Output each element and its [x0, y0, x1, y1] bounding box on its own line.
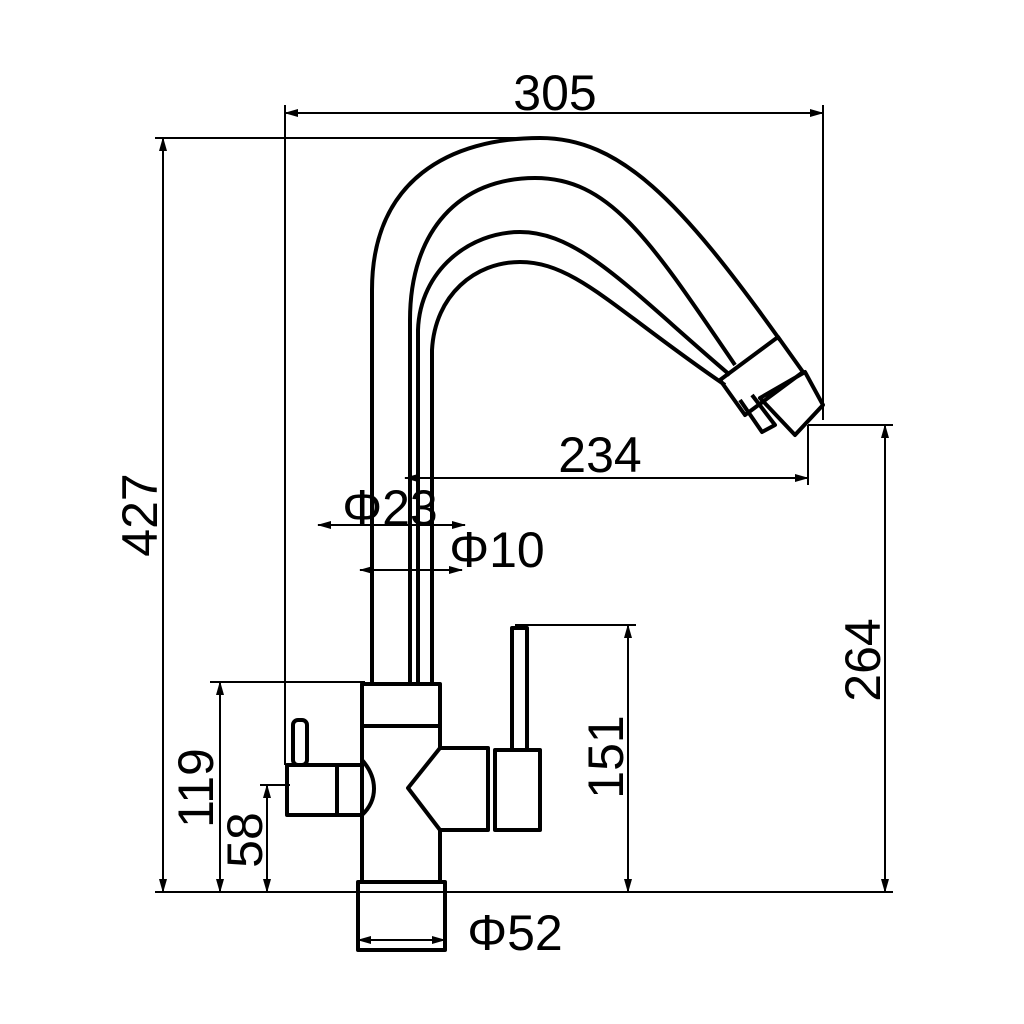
side-handle [285, 763, 339, 817]
dim-lever-height: 151 [578, 715, 634, 798]
dim-inner-diameter: Φ10 [449, 522, 545, 578]
spout-inner [408, 176, 737, 685]
lever-base [406, 746, 490, 832]
dim-spout-height: 264 [835, 618, 891, 701]
faucet-outline [285, 136, 825, 952]
dim-total-height: 427 [112, 473, 168, 556]
dim-total-width: 305 [513, 65, 596, 121]
spout-head [718, 335, 825, 437]
base [356, 880, 447, 952]
spout-inner-3 [430, 260, 727, 685]
dim-spout-reach: 234 [558, 427, 641, 483]
body-collar [360, 682, 442, 728]
body [360, 726, 442, 882]
dim-spout-diameter: Φ23 [342, 480, 438, 536]
spout-outer [370, 136, 782, 685]
dim-body-height: 119 [168, 748, 224, 828]
lever-handle [510, 626, 529, 752]
dim-base-diameter: Φ52 [467, 905, 563, 961]
side-knob [291, 718, 309, 767]
lever-block [493, 748, 542, 832]
dimension-lines [155, 105, 893, 944]
spout-inner-2 [416, 230, 732, 685]
side-handle-cap [337, 763, 362, 817]
dim-side-handle-height: 58 [217, 812, 273, 868]
